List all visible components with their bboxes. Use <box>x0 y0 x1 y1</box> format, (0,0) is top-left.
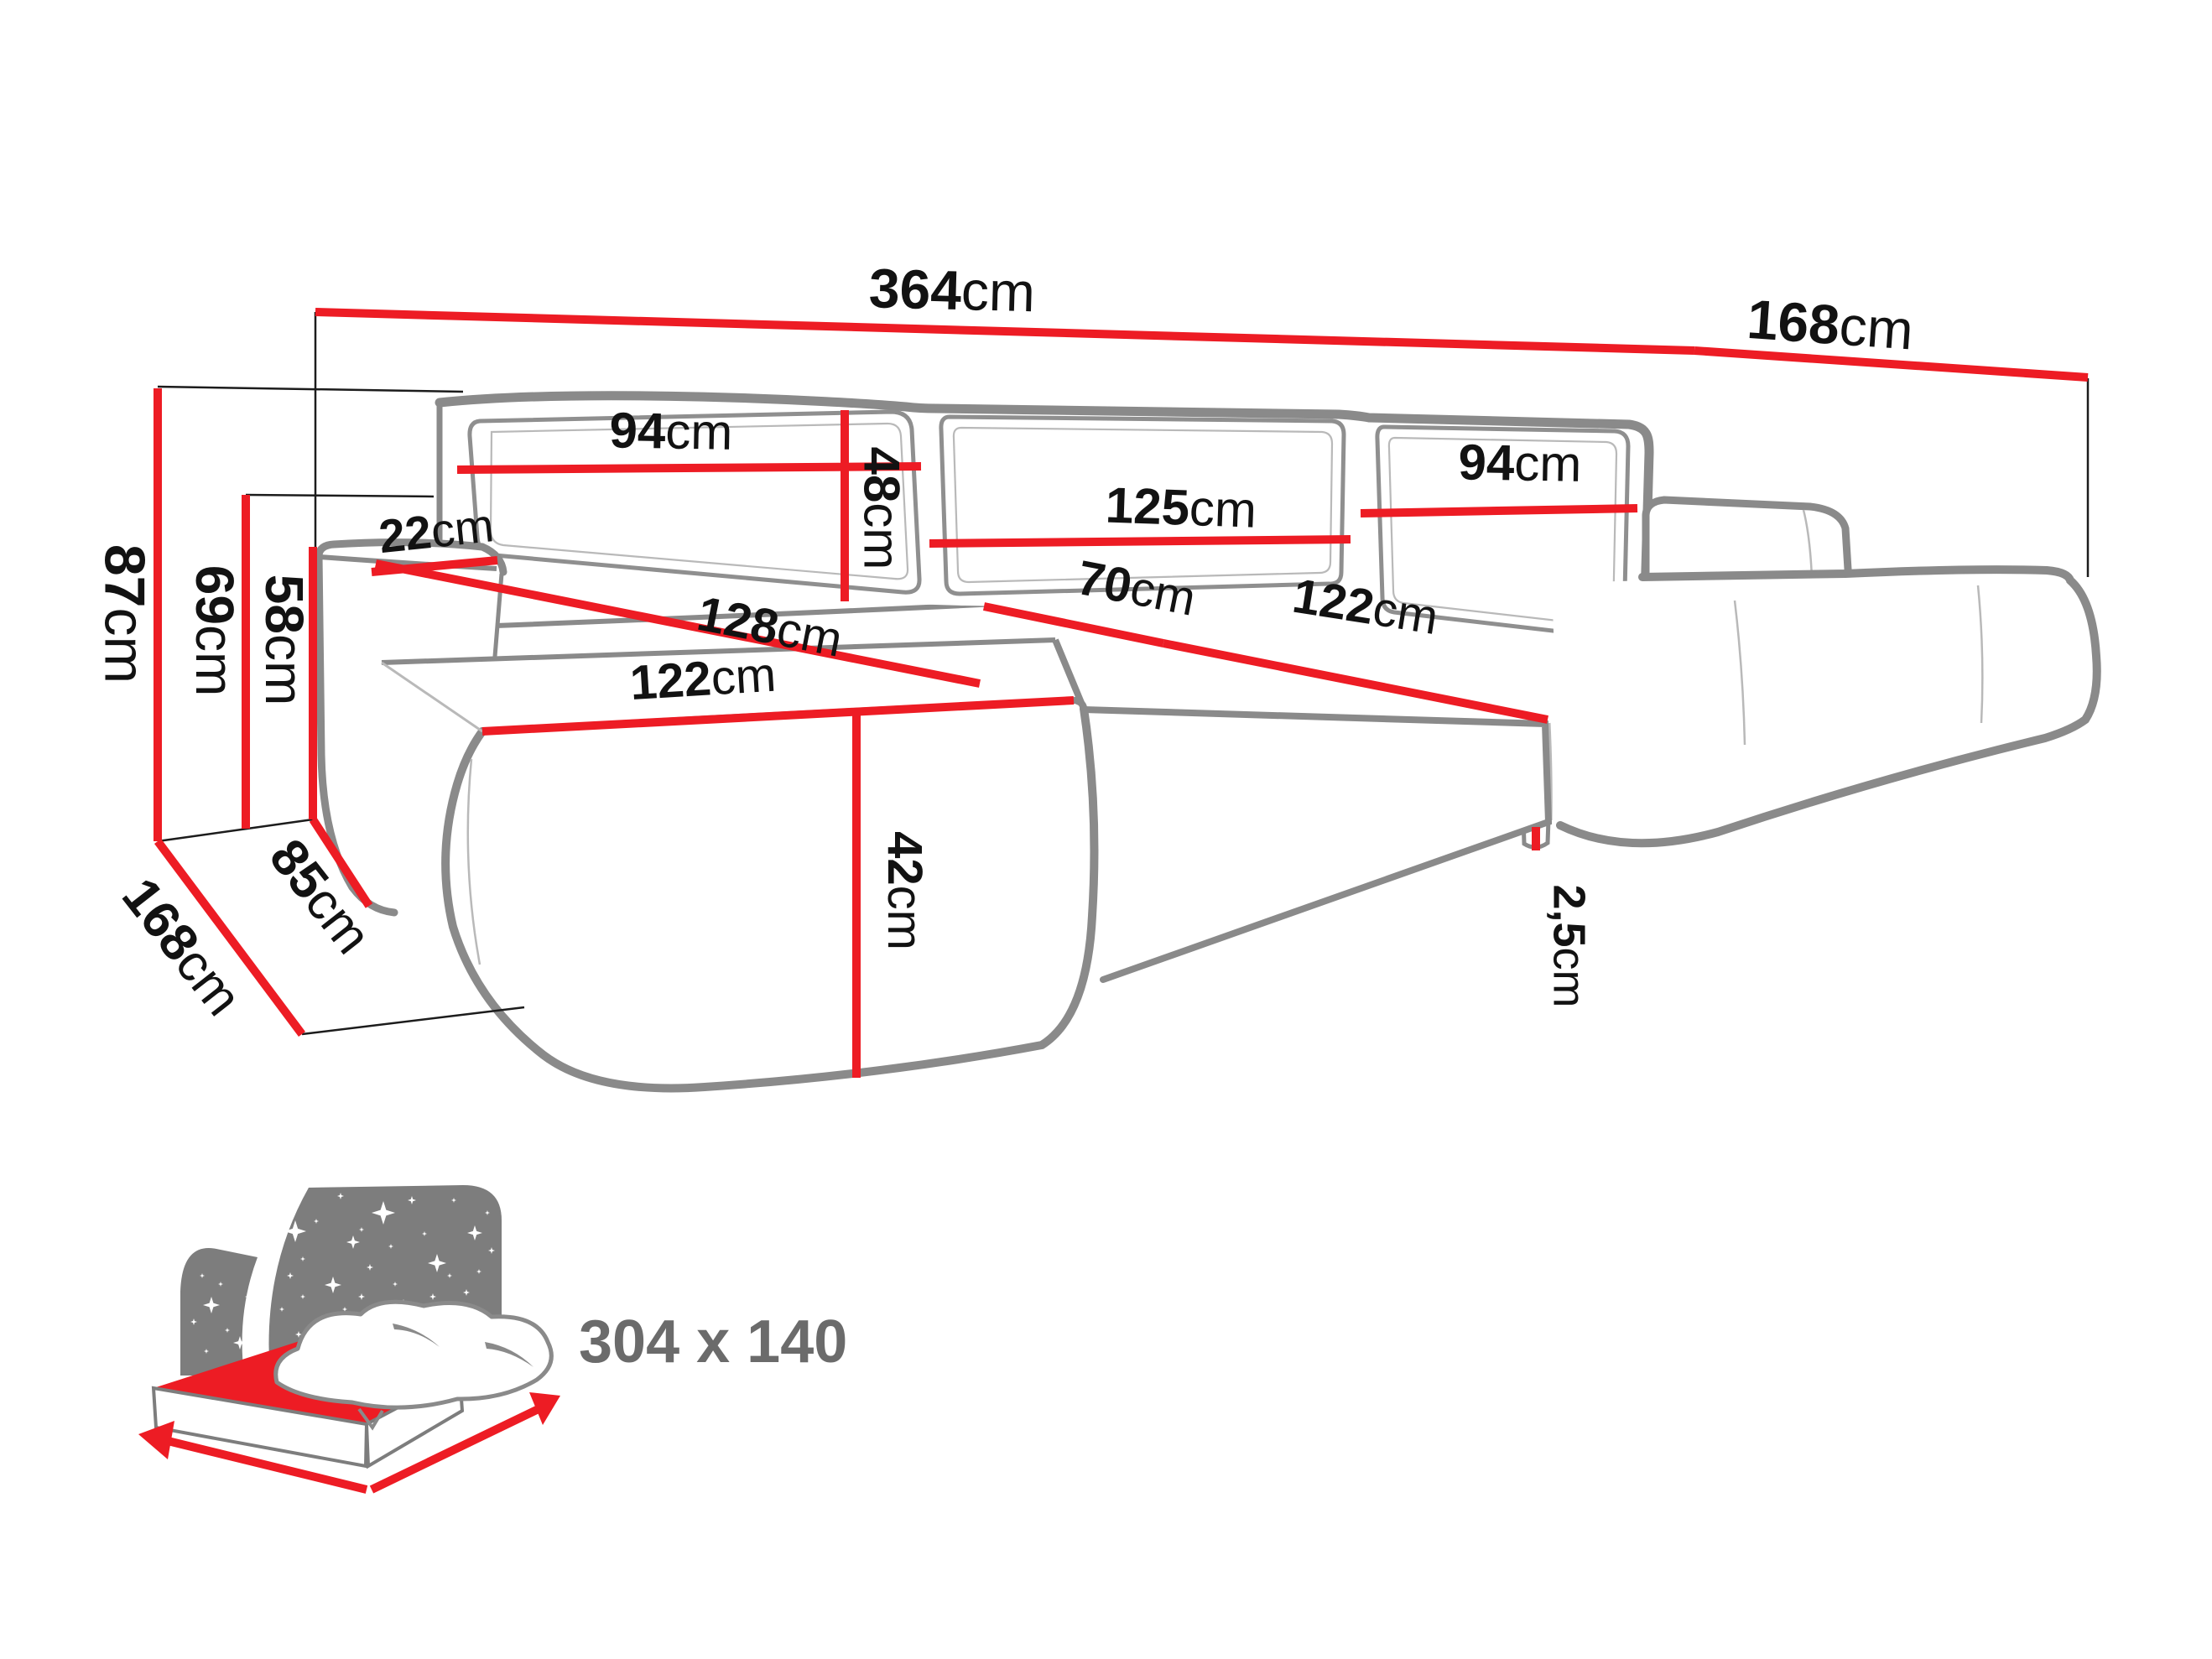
label-48: 48cm <box>853 447 909 570</box>
dim-line-168-side <box>154 839 306 1037</box>
bed-arrow-right-head <box>529 1392 560 1425</box>
left-chaise-front-crease <box>466 758 481 965</box>
right-chaise-edge <box>1556 565 2101 848</box>
construction-base-diagonal <box>157 818 314 843</box>
label-70: 70cm <box>1073 550 1200 627</box>
label-94-right: 94cm <box>1458 434 1582 492</box>
backrest-frame-edge <box>435 391 1654 661</box>
back-cushion-middle-piping <box>952 426 1334 584</box>
label-168-side: 168cm <box>111 868 252 1027</box>
label-22: 22cm <box>377 498 497 563</box>
right-chaise-crease-2 <box>1976 585 1984 724</box>
dim-line-94-right <box>1360 504 1638 517</box>
dim-line-168-top <box>1694 346 2089 382</box>
dim-line-128 <box>375 559 981 688</box>
right-chaise-crease-1 <box>1733 600 1746 746</box>
left-chaise-outer-edge <box>441 705 1099 1093</box>
back-cushion-left-piping <box>489 422 909 580</box>
label-122-middle: 122cm <box>1289 569 1442 645</box>
duvet <box>273 1299 554 1410</box>
left-chaise-right-top-edge <box>1052 638 1087 710</box>
dim-line-122-chaise <box>481 696 1075 736</box>
middle-seat-front-edge <box>1080 706 1553 983</box>
dim-line-85 <box>309 817 373 908</box>
dimension-labels: 364cm 168cm 87cm 69cm 58cm 22cm 94cm 48c… <box>93 257 1916 1027</box>
right-armrest <box>1646 500 1849 583</box>
label-42: 42cm <box>877 831 932 950</box>
bed-arrow-front-head <box>138 1421 174 1459</box>
back-cushion-middle <box>939 414 1346 596</box>
left-chaise-arm-join <box>381 661 483 733</box>
sofa-bed-icon: 304 x 140 <box>138 1185 847 1494</box>
dim-line-364 <box>315 308 1695 355</box>
dim-line-94-left <box>456 462 922 474</box>
bed-arrow-right-shaft <box>369 1402 546 1494</box>
dim-line-122-middle <box>1163 639 1548 724</box>
dimension-lines <box>154 308 2089 1078</box>
mattress-front-side <box>151 1386 369 1469</box>
left-chaise-rear-edge <box>381 637 1056 665</box>
left-armrest-top-front-edge <box>319 554 497 571</box>
duvet-fold-2 <box>485 1342 533 1367</box>
construction-floor-line <box>301 1006 525 1036</box>
back-cushion-left <box>467 409 922 595</box>
dim-line-70 <box>982 602 1165 647</box>
bed-arrow-front-shaft <box>159 1435 368 1494</box>
right-chaise <box>1552 570 2097 844</box>
dim-line-125 <box>929 535 1351 548</box>
label-2-5: 2,5cm <box>1544 884 1595 1007</box>
label-125: 125cm <box>1105 476 1257 538</box>
construction-top-horizontal <box>157 385 464 393</box>
duvet-fold-1 <box>393 1324 440 1347</box>
headboard-left <box>180 1248 258 1376</box>
label-94-left: 94cm <box>609 402 733 460</box>
label-58: 58cm <box>254 575 315 706</box>
duvet-tail <box>357 1407 384 1431</box>
label-168-top: 168cm <box>1746 288 1916 361</box>
right-armrest-edge <box>1642 496 1853 587</box>
label-364: 364cm <box>868 257 1036 323</box>
label-122-chaise: 122cm <box>628 647 778 711</box>
label-69: 69cm <box>185 565 245 697</box>
middle-seat-front <box>1084 710 1548 980</box>
sleeping-area-label: 304 x 140 <box>579 1308 847 1376</box>
label-87: 87cm <box>93 544 157 684</box>
construction-armrest-horizontal <box>245 493 435 498</box>
left-chaise <box>382 640 1095 1089</box>
sofa-outline <box>315 391 2101 1093</box>
